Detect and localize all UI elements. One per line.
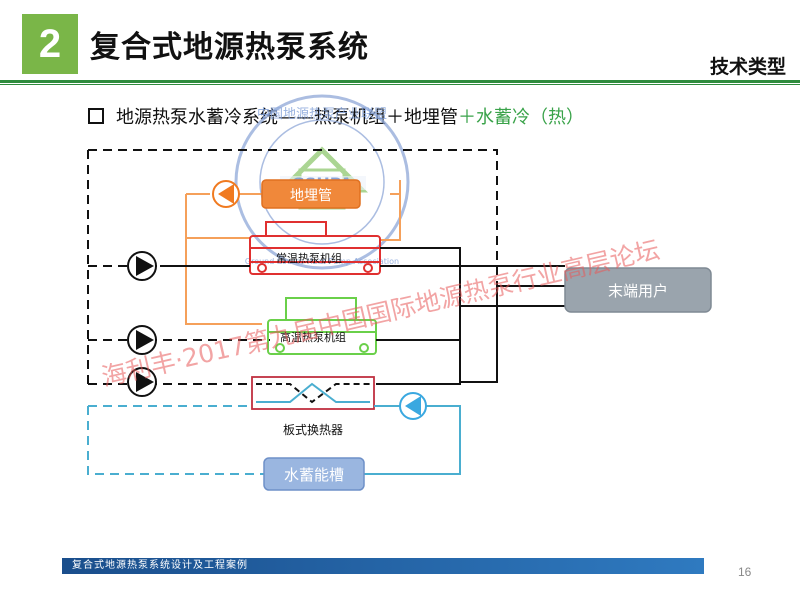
circulation-pump-1-icon — [127, 251, 157, 281]
plate-heat-exchanger — [251, 376, 375, 410]
high-heat-pump-label: 高温热泵机组 — [280, 330, 346, 344]
blue-pump-icon — [399, 392, 427, 420]
orange-ground-loop — [185, 180, 401, 325]
title-divider-thin — [0, 84, 800, 85]
section-number-badge: 2 — [22, 14, 78, 74]
orange-pump-icon — [212, 180, 240, 208]
seal-chinese-text: 中国地源热泵产业联盟 — [257, 107, 387, 122]
high-heat-pump-unit — [267, 297, 377, 355]
bullet-text-part3: ＋水蓄冷（热） — [458, 107, 584, 128]
bullet-text-part2: 热泵机组＋地埋管 — [314, 107, 458, 128]
bullet-text-part1: 地源热泵水蓄冷系统—— — [116, 107, 314, 128]
square-bullet-icon — [88, 108, 104, 124]
normal-heat-pump-unit — [249, 221, 381, 275]
plate-exchanger-label: 板式换热器 — [283, 423, 343, 437]
end-user-label: 末端用户 — [608, 282, 668, 300]
circulation-pump-2-icon — [127, 325, 157, 355]
category-label: 技术类型 — [709, 56, 786, 78]
page-number: 16 — [738, 565, 752, 579]
normal-heat-pump-label: 常温热泵机组 — [276, 251, 342, 265]
footer-text: 复合式地源热泵系统设计及工程案例 — [72, 560, 248, 571]
water-storage-tank — [263, 457, 365, 491]
ground-pipe-label: 地埋管 — [290, 188, 332, 204]
black-supply-loop — [160, 247, 565, 385]
title-divider — [0, 80, 800, 83]
ground-pipe-box — [261, 179, 361, 209]
page-title: 复合式地源热泵系统 — [90, 30, 369, 65]
plate-exchanger-crossflow — [256, 382, 370, 404]
footer-bar — [62, 558, 704, 574]
circulation-pump-3-icon — [127, 367, 157, 397]
water-tank-label: 水蓄能槽 — [284, 466, 344, 484]
end-user-box — [564, 267, 712, 313]
blue-storage-loop — [87, 405, 461, 475]
bullet-heading: 地源热泵水蓄冷系统——热泵机组＋地埋管＋水蓄冷（热） — [88, 103, 584, 129]
